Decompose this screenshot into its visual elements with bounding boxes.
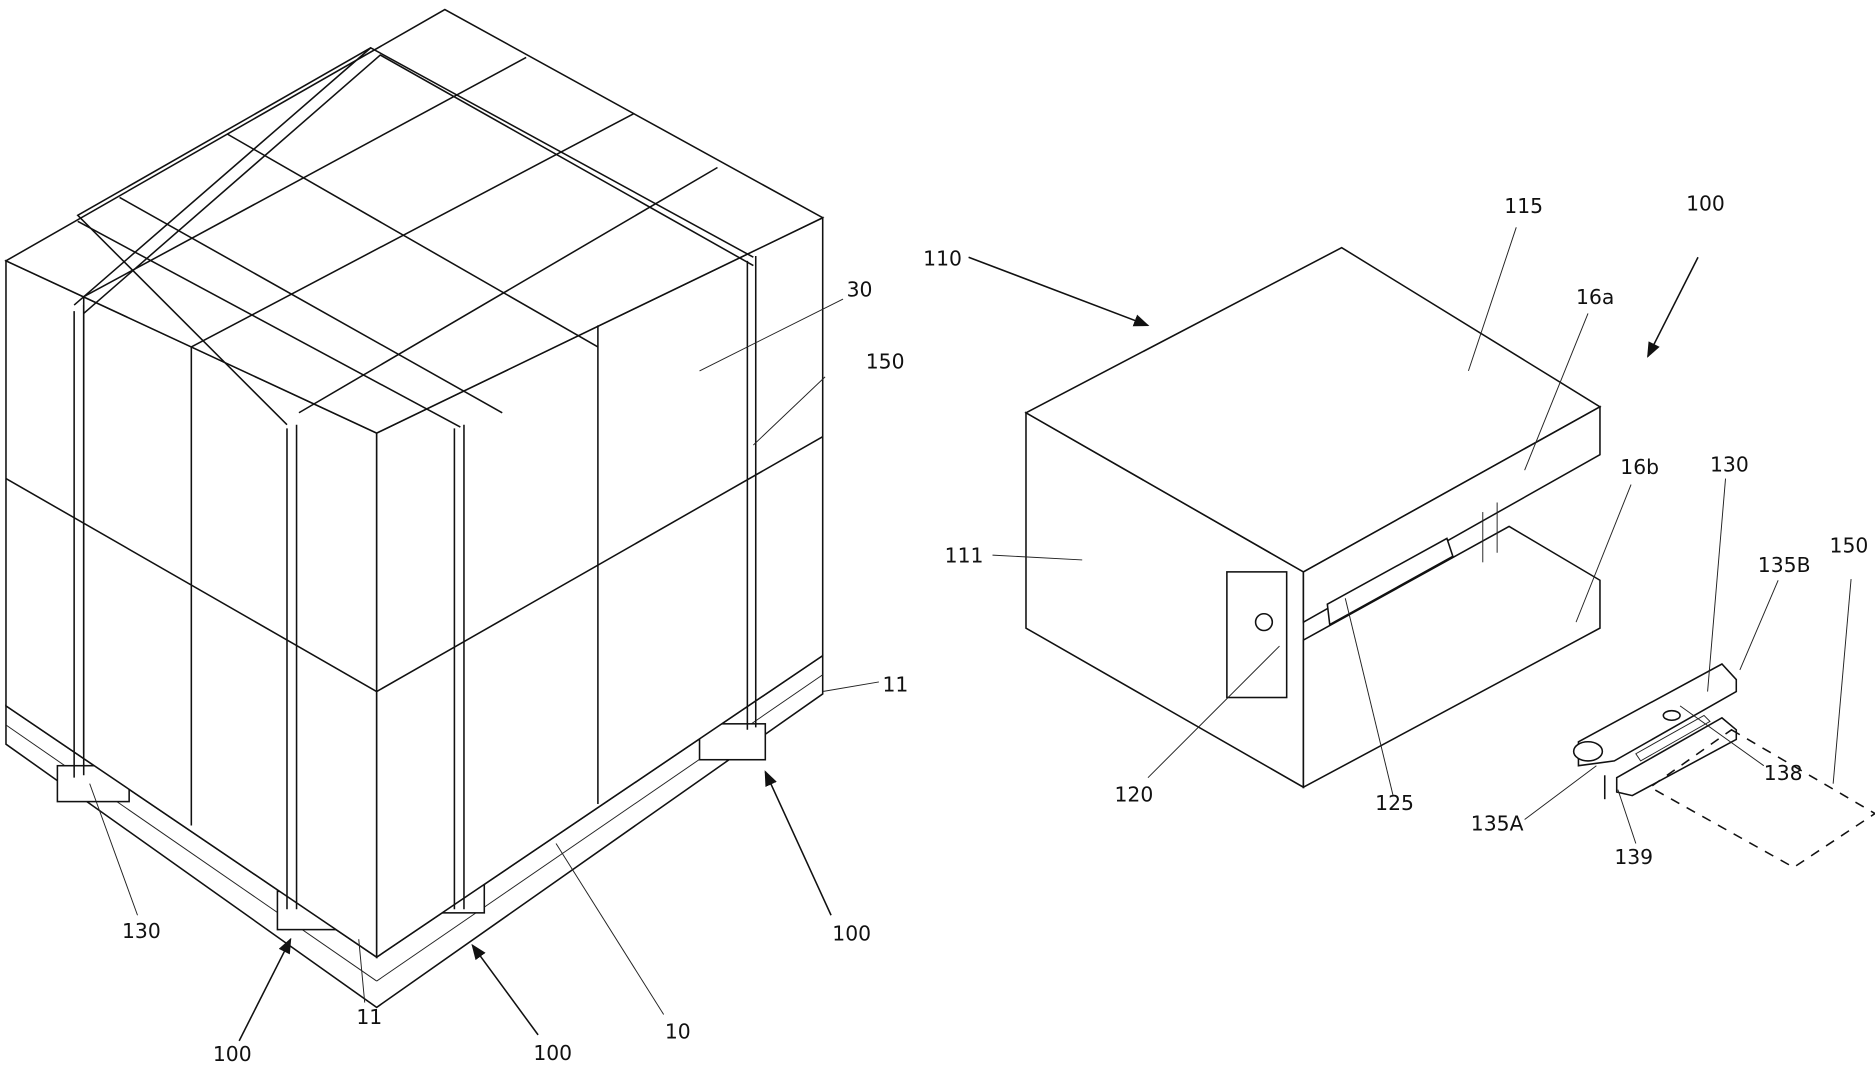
label-16a: 16a [1576, 285, 1614, 309]
label-11-right: 11 [882, 673, 908, 697]
label-100-right: 100 [832, 921, 871, 945]
label-100-left: 100 [213, 1042, 252, 1066]
label-10: 10 [665, 1019, 691, 1043]
label-115: 115 [1504, 194, 1543, 218]
label-30: 30 [847, 278, 873, 302]
label-111: 111 [945, 543, 984, 567]
label-11-front: 11 [356, 1005, 382, 1029]
label-100: 100 [1686, 192, 1725, 216]
slot [1326, 537, 1454, 626]
label-110: 110 [923, 247, 962, 271]
label-139: 139 [1614, 845, 1653, 869]
label-125: 125 [1375, 791, 1414, 815]
label-138: 138 [1764, 761, 1803, 785]
reference-labels: 30 150 11 130 100 11 10 100 100 110 115 … [122, 192, 1868, 1066]
label-135A: 135A [1471, 811, 1524, 835]
label-130-left: 130 [122, 919, 161, 943]
label-120: 120 [1114, 783, 1153, 807]
label-135B: 135B [1758, 553, 1811, 577]
label-100-front: 100 [533, 1041, 572, 1065]
label-150: 150 [1830, 534, 1869, 558]
palletized-load-figure [4, 8, 879, 1042]
strap [73, 46, 757, 910]
block-lower-portion [1302, 525, 1601, 789]
strap-outline [1648, 728, 1875, 869]
load-top-face [4, 8, 825, 434]
label-130: 130 [1710, 452, 1749, 476]
corner-assembly-figure [968, 227, 1875, 869]
label-150-left: 150 [866, 349, 905, 373]
label-16b: 16b [1620, 455, 1659, 479]
fastener [1254, 612, 1274, 632]
clip [1572, 663, 1738, 800]
